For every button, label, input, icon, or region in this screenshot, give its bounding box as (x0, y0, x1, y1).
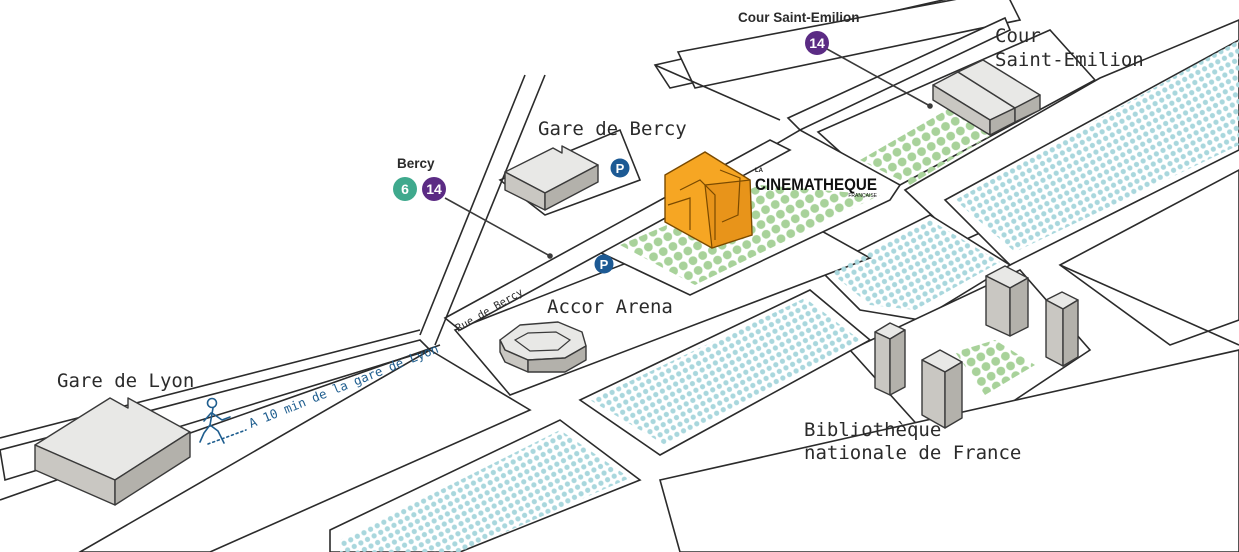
walking-person-icon (199, 397, 247, 445)
cour-station-connector (817, 43, 931, 107)
water-south (590, 298, 860, 445)
block-cinema-road (786, 16, 1012, 131)
parking-icon[interactable]: P (610, 158, 630, 178)
label-bnf-line1: Bibliothèque (804, 419, 941, 441)
metro-line-14-badge[interactable]: 14 (805, 31, 829, 55)
cour-station-dot (927, 103, 933, 109)
cinematheque-logo: LA CINEMATHEQUE FRANÇAISE (755, 168, 878, 199)
water-south-west (340, 430, 630, 552)
metro-line-14-badge[interactable]: 14 (422, 177, 446, 201)
label-gare-de-lyon: Gare de Lyon (57, 370, 194, 392)
water-areas (340, 40, 1239, 552)
bercy-station-connector (444, 197, 551, 257)
cinematheque-building (664, 151, 753, 249)
water-mid (830, 220, 1000, 310)
label-cour-line2: Saint-Emilion (995, 49, 1144, 71)
cinematheque-logo-sub: FRANÇAISE (848, 193, 877, 199)
gare-de-lyon-building (34, 397, 191, 506)
accor-arena-building (499, 321, 587, 373)
svg-text:6: 6 (401, 181, 409, 197)
block-far-right (1058, 169, 1239, 346)
label-gare-de-bercy: Gare de Bercy (538, 118, 687, 140)
label-bnf-line2: nationale de France (804, 442, 1021, 464)
park-bnf (955, 340, 1035, 395)
svg-text:14: 14 (426, 181, 442, 197)
station-bercy-name: Bercy (397, 156, 435, 171)
cinematheque-logo-small: LA (755, 168, 764, 174)
metro-line-6-badge[interactable]: 6 (393, 177, 417, 201)
svg-text:P: P (600, 257, 609, 272)
block-south-mid (659, 349, 1239, 552)
parking-icon[interactable]: P (594, 254, 614, 274)
svg-text:P: P (616, 161, 625, 176)
station-cour-name: Cour Saint-Emilion (738, 10, 860, 25)
gare-de-bercy-building (504, 145, 599, 211)
station-bercy[interactable]: Bercy 6 14 (393, 156, 446, 201)
cinematheque-logo-name: CINEMATHEQUE (755, 176, 877, 194)
bnf-towers (874, 265, 1079, 429)
block-south-west (78, 349, 532, 552)
cour-saint-emilion-buildings (932, 59, 1041, 136)
park-cour-saint-emilion (860, 108, 1000, 185)
station-cour-saint-emilion[interactable]: Cour Saint-Emilion 14 (738, 10, 860, 55)
block-north-mid (676, 0, 1022, 89)
bercy-station-dot (547, 253, 553, 259)
label-cour-line1: Cour (995, 25, 1041, 47)
svg-text:14: 14 (809, 35, 825, 51)
water-north-east (955, 40, 1239, 252)
label-accor-arena: Accor Arena (547, 296, 673, 318)
